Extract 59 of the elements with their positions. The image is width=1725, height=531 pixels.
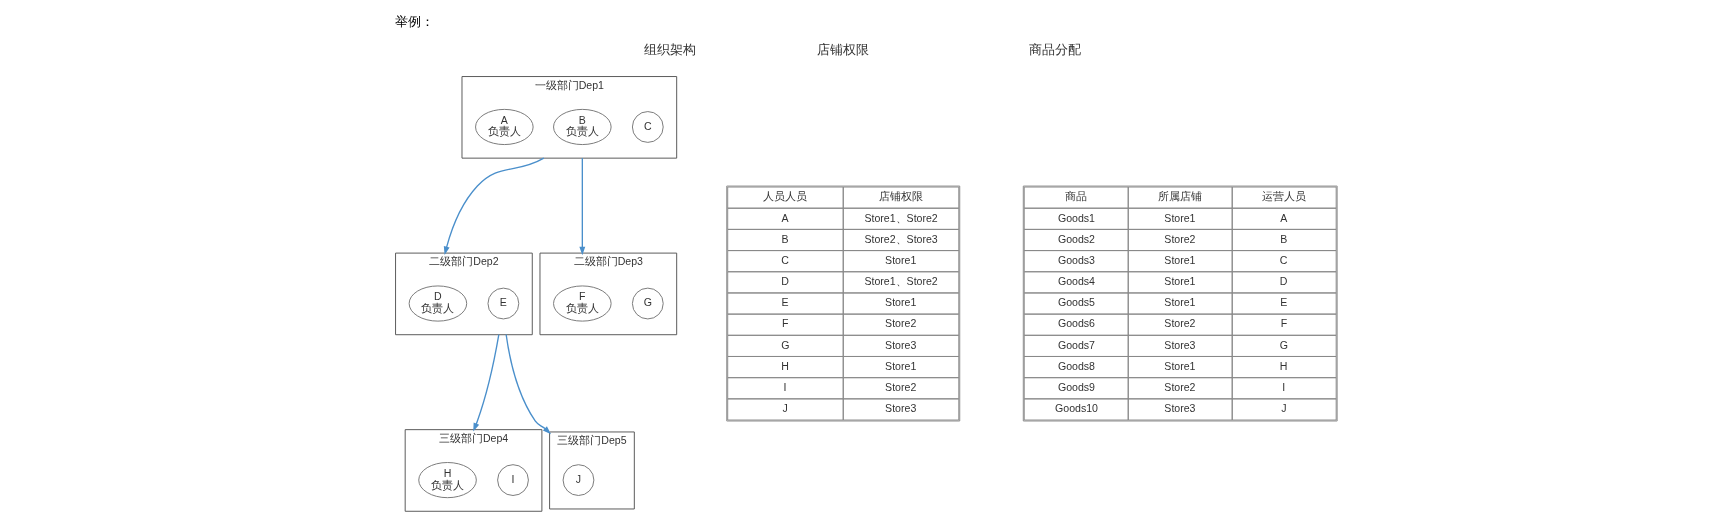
label: Store3	[885, 338, 917, 351]
label: Store1	[1164, 211, 1196, 224]
label: A	[781, 211, 789, 224]
label: Goods3	[1057, 253, 1096, 266]
label: 商品分配	[1029, 42, 1082, 57]
label: Store2	[1164, 317, 1196, 330]
label: Goods10	[1055, 402, 1098, 415]
label: Store2	[885, 380, 917, 393]
label: F	[782, 317, 789, 330]
label: Store1	[1164, 275, 1196, 288]
label: C	[781, 253, 789, 266]
label: Goods5	[1057, 296, 1096, 309]
label: Store1	[1164, 359, 1196, 372]
label: 运营人员	[1262, 190, 1307, 203]
label: G	[1279, 338, 1289, 351]
label: Store1	[1164, 296, 1196, 309]
label: Store1	[885, 296, 917, 309]
label: Store2、Store3	[864, 232, 938, 245]
label: C	[1279, 253, 1288, 266]
label: Store2	[885, 317, 917, 330]
label: Goods2	[1057, 232, 1096, 245]
label: H	[781, 359, 789, 372]
label: E	[781, 296, 789, 309]
label: 商品	[1065, 190, 1088, 203]
label: A	[1280, 211, 1288, 224]
label: Goods8	[1057, 359, 1096, 372]
label: B	[781, 232, 789, 245]
label: D	[1279, 275, 1288, 288]
label: I	[783, 380, 787, 393]
label: 店铺权限	[817, 42, 870, 57]
label: I	[1282, 380, 1286, 393]
label: Goods6	[1057, 317, 1096, 330]
label: 人员人员	[763, 190, 808, 203]
label: Goods4	[1057, 275, 1096, 288]
label: Store1、Store2	[864, 275, 938, 288]
label: B	[1280, 232, 1288, 245]
label: Store1、Store2	[864, 211, 938, 224]
label: Goods9	[1057, 380, 1096, 393]
diagram-title: 举例：	[394, 14, 434, 29]
label: Store1	[885, 253, 917, 266]
label: G	[781, 338, 790, 351]
label: Goods7	[1057, 338, 1096, 351]
label: 店铺权限	[878, 190, 923, 203]
label: Store2	[1164, 380, 1196, 393]
label: Store3	[885, 402, 917, 415]
label: Store1	[885, 359, 917, 372]
label: Store3	[1164, 338, 1196, 351]
label: Store2	[1164, 232, 1196, 245]
label: H	[1279, 359, 1288, 372]
label: D	[781, 275, 789, 288]
label: 组织架构	[643, 42, 696, 57]
label: J	[782, 402, 788, 415]
label: 所属店铺	[1158, 190, 1203, 203]
label: Goods1	[1057, 211, 1096, 224]
label: Store3	[1164, 402, 1196, 415]
label: F	[1280, 317, 1288, 330]
label: E	[1280, 296, 1288, 309]
label: J	[1281, 402, 1287, 415]
label: Store1	[1164, 253, 1196, 266]
